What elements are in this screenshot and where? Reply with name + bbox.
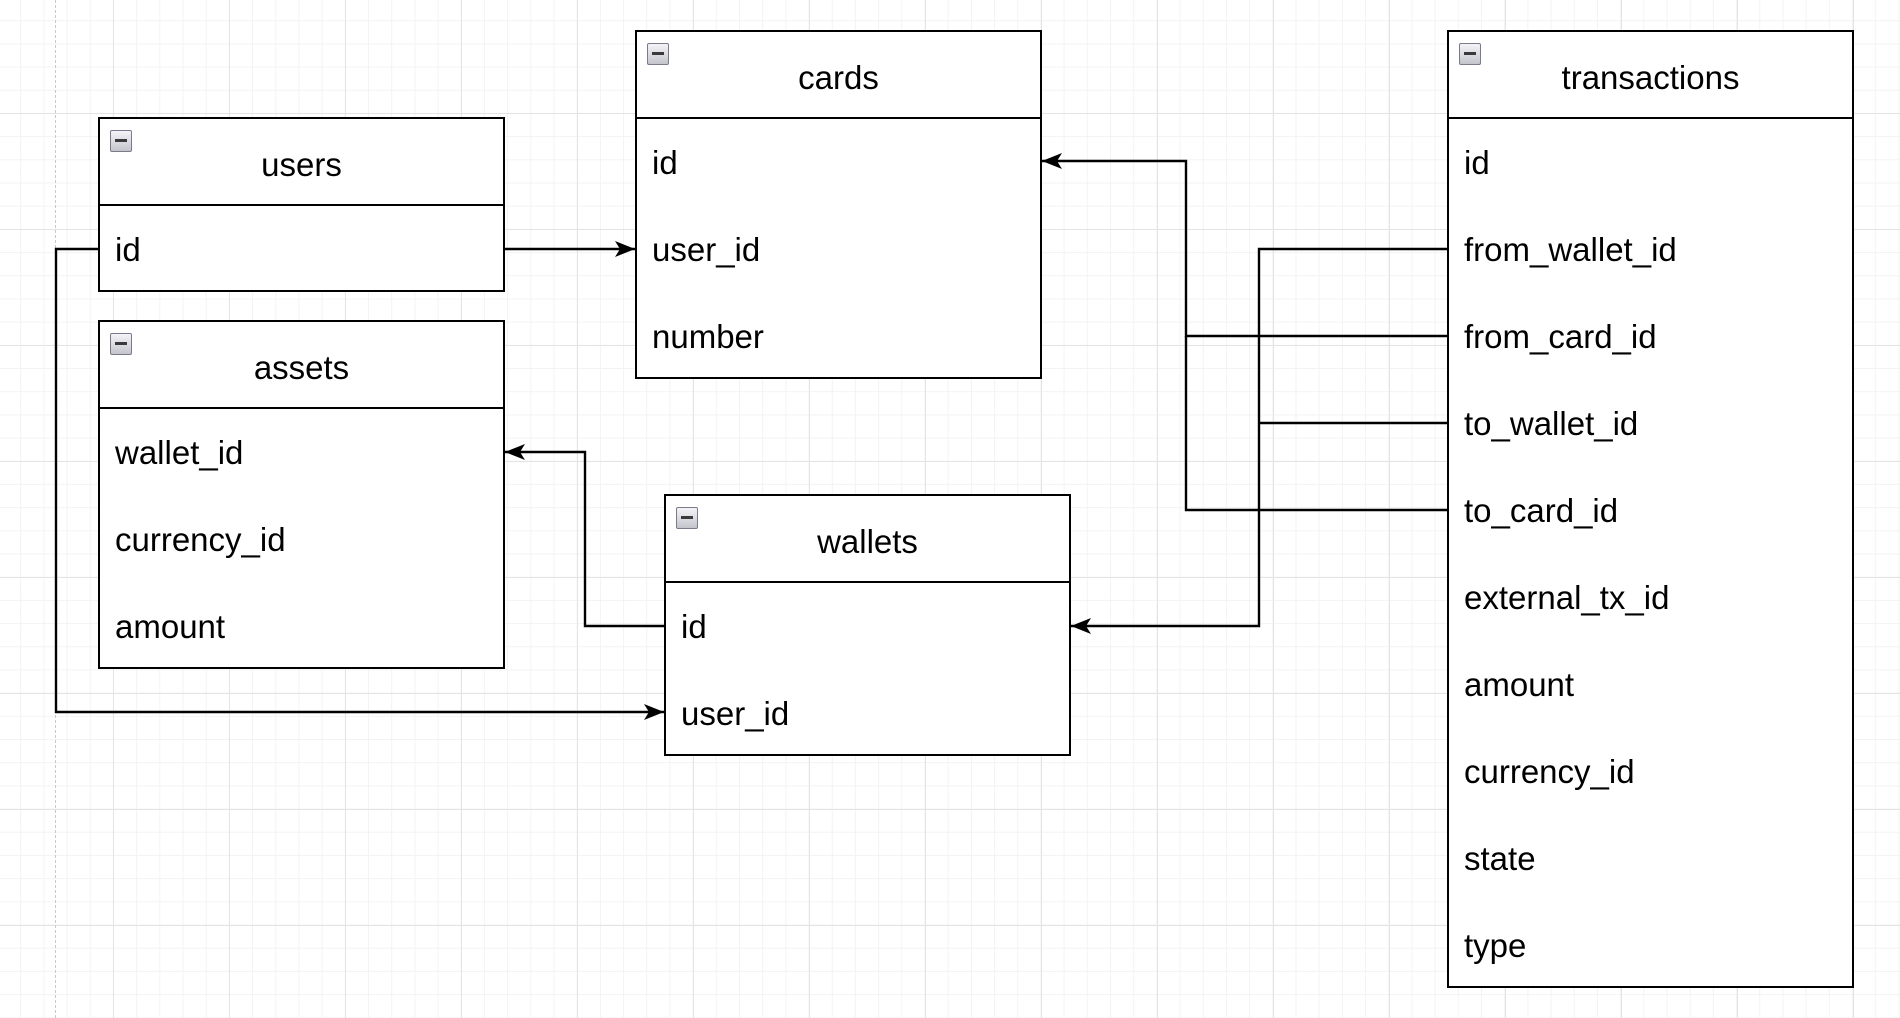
collapse-icon[interactable] [1459,43,1481,65]
entity-wallets[interactable]: wallets id user_id [664,494,1071,756]
field-transactions-from-wallet-id[interactable]: from_wallet_id [1464,230,1677,268]
field-transactions-to-card-id[interactable]: to_card_id [1464,491,1619,529]
field-transactions-from-card-id[interactable]: from_card_id [1464,317,1657,355]
entity-transactions[interactable]: transactions id from_wallet_id from_card… [1447,30,1854,988]
collapse-icon[interactable] [110,130,132,152]
entity-cards-title: cards [798,58,879,96]
connector-wallets-id-to-assets-wallet-id[interactable] [505,444,664,628]
field-transactions-amount[interactable]: amount [1464,665,1575,703]
entity-assets-title: assets [253,348,350,386]
entity-cards-header[interactable]: cards [637,32,1040,119]
entity-cards[interactable]: cards id user_id number [635,30,1042,379]
entity-wallets-title: wallets [817,522,918,560]
field-wallets-user-id[interactable]: user_id [681,694,790,732]
field-users-id[interactable]: id [115,230,141,268]
entity-transactions-title: transactions [1561,58,1740,96]
field-assets-currency-id[interactable]: currency_id [115,520,286,558]
collapse-icon[interactable] [110,333,132,355]
field-transactions-id[interactable]: id [1464,143,1490,181]
field-assets-amount[interactable]: amount [115,607,226,645]
collapse-icon[interactable] [647,43,669,65]
connector-transactions-from-wallet-id-to-wallets-id[interactable] [1071,247,1447,634]
field-wallets-id[interactable]: id [681,607,707,645]
field-cards-id[interactable]: id [652,143,678,181]
field-transactions-state[interactable]: state [1464,839,1536,877]
connector-transactions-to-card-id-to-cards-id[interactable] [1184,336,1447,512]
entity-users-title: users [261,145,342,183]
entity-wallets-header[interactable]: wallets [666,496,1069,583]
entity-users[interactable]: users id [98,117,505,292]
entity-users-header[interactable]: users [100,119,503,206]
field-cards-number[interactable]: number [652,317,764,355]
field-assets-wallet-id[interactable]: wallet_id [115,433,244,471]
field-transactions-type[interactable]: type [1464,926,1527,964]
entity-assets[interactable]: assets wallet_id currency_id amount [98,320,505,669]
field-cards-user-id[interactable]: user_id [652,230,761,268]
entity-transactions-header[interactable]: transactions [1449,32,1852,119]
field-transactions-external-tx-id[interactable]: external_tx_id [1464,578,1670,616]
field-transactions-to-wallet-id[interactable]: to_wallet_id [1464,404,1639,442]
connector-transactions-from-card-id-to-cards-id[interactable] [1042,153,1447,338]
collapse-icon[interactable] [676,507,698,529]
field-transactions-currency-id[interactable]: currency_id [1464,752,1635,790]
entity-assets-header[interactable]: assets [100,322,503,409]
page-boundary [55,0,56,1018]
